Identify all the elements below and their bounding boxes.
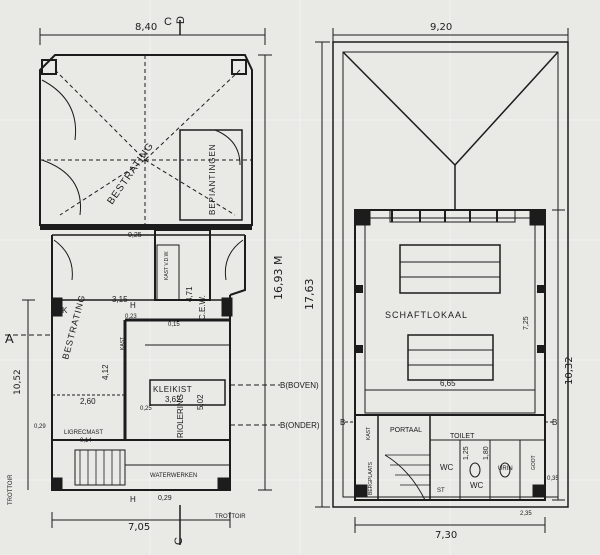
dim-471: 4,71 xyxy=(185,286,194,302)
right-dim-left: 17,63 xyxy=(303,279,316,311)
right-dim-right: 10,32 xyxy=(564,356,575,385)
section-mark-a: A xyxy=(5,331,14,346)
dim-029b: 0,29 xyxy=(158,495,172,502)
room-schaftlokaal: SCHAFTLOKAAL xyxy=(385,310,468,320)
left-dim-top: 8,40 xyxy=(135,22,157,33)
dim-014: 0,14 xyxy=(80,438,92,444)
right-dim-bottom: 7,30 xyxy=(435,530,457,541)
section-mark-b-left: B xyxy=(340,418,345,427)
right-floor-plan xyxy=(315,28,569,533)
room-ligrekmast: LIGRECMAST xyxy=(64,430,103,436)
dim-180: 1,80 xyxy=(483,446,490,460)
left-dim-left: 10,52 xyxy=(13,369,23,395)
room-k-label: K xyxy=(62,306,68,315)
dim-260: 2,60 xyxy=(80,397,96,406)
dim-035: 0,35 xyxy=(547,476,559,482)
room-wc-1: WC xyxy=(440,463,454,472)
mark-h-bottom: H xyxy=(130,495,136,504)
dim-362: 3,62 xyxy=(165,395,181,404)
dim-025: 0,25 xyxy=(128,232,142,239)
left-floor-plan xyxy=(5,20,280,545)
room-cew: C.E.W. xyxy=(198,295,207,320)
dim-725: 7,25 xyxy=(523,316,530,330)
room-wc-2: WC xyxy=(470,481,484,490)
section-mark-b-boven: B(BOVEN) xyxy=(280,381,319,390)
dim-235: 2,35 xyxy=(520,511,532,517)
left-dim-bottom: 7,05 xyxy=(128,522,150,533)
room-urin: URIN xyxy=(498,466,513,472)
dim-665: 6,65 xyxy=(440,379,456,388)
room-goot: GOOT xyxy=(531,455,537,470)
room-kast-right: KAST xyxy=(366,427,372,440)
room-kleikist: KLEIKIST xyxy=(153,385,192,394)
dim-315: 3,15 xyxy=(112,295,128,304)
right-dim-top: 9,20 xyxy=(430,22,452,33)
dim-502: 5,02 xyxy=(196,394,205,410)
room-st: ST xyxy=(437,488,445,494)
dim-025b: 0,25 xyxy=(140,406,152,412)
mark-h-top: H xyxy=(130,301,136,310)
room-kast2: KAST V.D.W. xyxy=(164,251,170,280)
label-trottoir-left: TROTTOIR xyxy=(8,474,14,505)
dim-029: 0,29 xyxy=(34,424,46,430)
room-waterwerken: WATERWERKEN xyxy=(150,473,197,479)
room-kast: KAST xyxy=(120,337,126,350)
left-dim-right: 16,93 M xyxy=(272,256,285,300)
section-mark-c-bottom: C xyxy=(173,537,185,545)
dim-412: 4,12 xyxy=(101,364,110,380)
room-portaal: PORTAAL xyxy=(390,427,422,434)
dim-023: 0,23 xyxy=(125,314,137,320)
section-mark-b-onder: B(ONDER) xyxy=(280,421,320,430)
section-mark-b-right: B xyxy=(552,418,557,427)
section-mark-d-top: D xyxy=(175,16,187,24)
room-toilet: TOILET xyxy=(450,433,475,440)
room-bepiantingen: BEPIANTINGEN xyxy=(208,143,217,215)
label-trottoir-bottom: TROTTOIR xyxy=(215,514,246,520)
room-riolering: RIOLERING xyxy=(176,394,185,438)
room-bergplaats: BERGPLAATS xyxy=(368,461,374,495)
dim-015: 0,15 xyxy=(168,322,180,328)
dim-125: 1,25 xyxy=(463,446,470,460)
section-mark-c-top: C xyxy=(164,16,172,28)
